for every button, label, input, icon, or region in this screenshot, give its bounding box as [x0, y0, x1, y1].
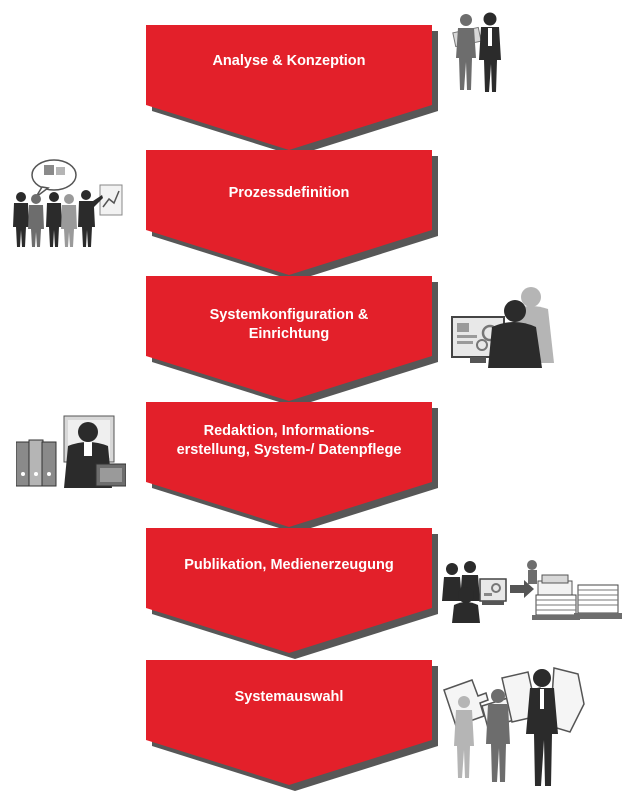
step-label: Analyse & Konzeption: [212, 53, 366, 69]
step-arrow-shape: [146, 660, 438, 791]
computer-workstation-icon: [448, 283, 556, 368]
step-arrow-shape: [146, 150, 438, 281]
process-step-5: Publikation, Medienerzeugung: [146, 528, 438, 659]
office-editor-icon: [16, 412, 126, 490]
step-label: Publikation, Medienerzeugung: [184, 557, 394, 573]
process-step-3: Systemkonfiguration & Einrichtung: [146, 276, 438, 407]
step-arrow-shape: [146, 402, 438, 533]
process-step-2: Prozessdefinition: [146, 150, 438, 281]
presentation-meeting-icon: [6, 155, 124, 250]
process-step-6: Systemauswahl: [146, 660, 438, 791]
print-production-icon: [440, 555, 622, 623]
planning-team-icon: [448, 10, 510, 94]
process-step-4: Redaktion, Informations- erstellung, Sys…: [146, 402, 438, 533]
step-arrow-shape: [146, 276, 438, 407]
step-arrow-shape: [146, 25, 438, 156]
step-label: Systemkonfiguration & Einrichtung: [209, 307, 369, 342]
step-label: Prozessdefinition: [228, 185, 350, 201]
step-label: Redaktion, Informations- erstellung, Sys…: [176, 423, 402, 458]
process-step-1: Analyse & Konzeption: [146, 25, 438, 156]
step-arrow-shape: [146, 528, 438, 659]
puzzle-team-icon: [442, 660, 592, 788]
step-label: Systemauswahl: [234, 689, 344, 705]
